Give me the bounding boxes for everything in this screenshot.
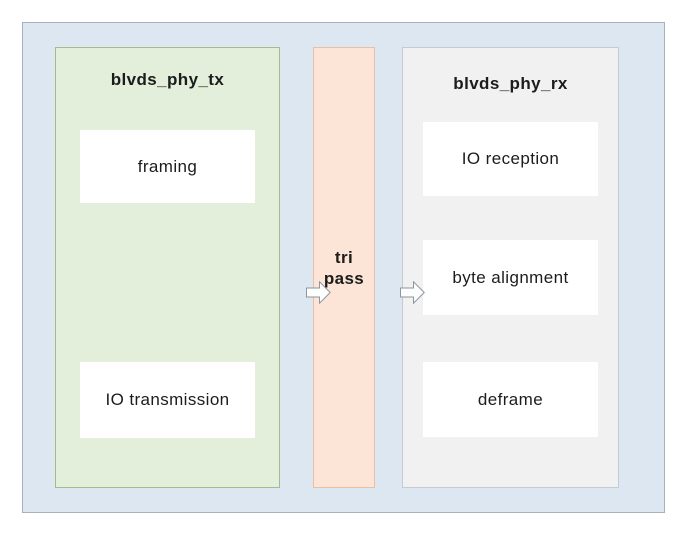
box-io-transmission: IO transmission (80, 362, 255, 438)
block-title-rx: blvds_phy_rx (453, 74, 568, 93)
box-io-transmission-label: IO transmission (105, 390, 230, 409)
box-io-reception-label: IO reception (461, 149, 560, 168)
block-tri-pass: tri pass (313, 47, 375, 488)
box-framing-label: framing (137, 156, 198, 176)
box-framing: framing (80, 130, 255, 203)
block-blvds-phy-rx: blvds_phy_rx IO reception byte alignment… (402, 47, 619, 488)
box-deframe: deframe (423, 362, 598, 437)
block-blvds-phy-tx: blvds_phy_tx framing IO transmission (55, 47, 280, 488)
box-io-reception: IO reception (423, 122, 598, 196)
box-byte-alignment: byte alignment (423, 240, 598, 315)
box-deframe-label: deframe (477, 389, 544, 409)
arrow-right-icon (306, 281, 331, 304)
block-title-tx: blvds_phy_tx (110, 70, 225, 89)
diagram-panel: blvds_phy_tx framing IO transmission tri… (22, 22, 665, 513)
box-byte-alignment-label: byte alignment (452, 267, 569, 287)
tri-pass-label: tri pass (323, 247, 365, 288)
arrow-right-icon (400, 281, 425, 304)
